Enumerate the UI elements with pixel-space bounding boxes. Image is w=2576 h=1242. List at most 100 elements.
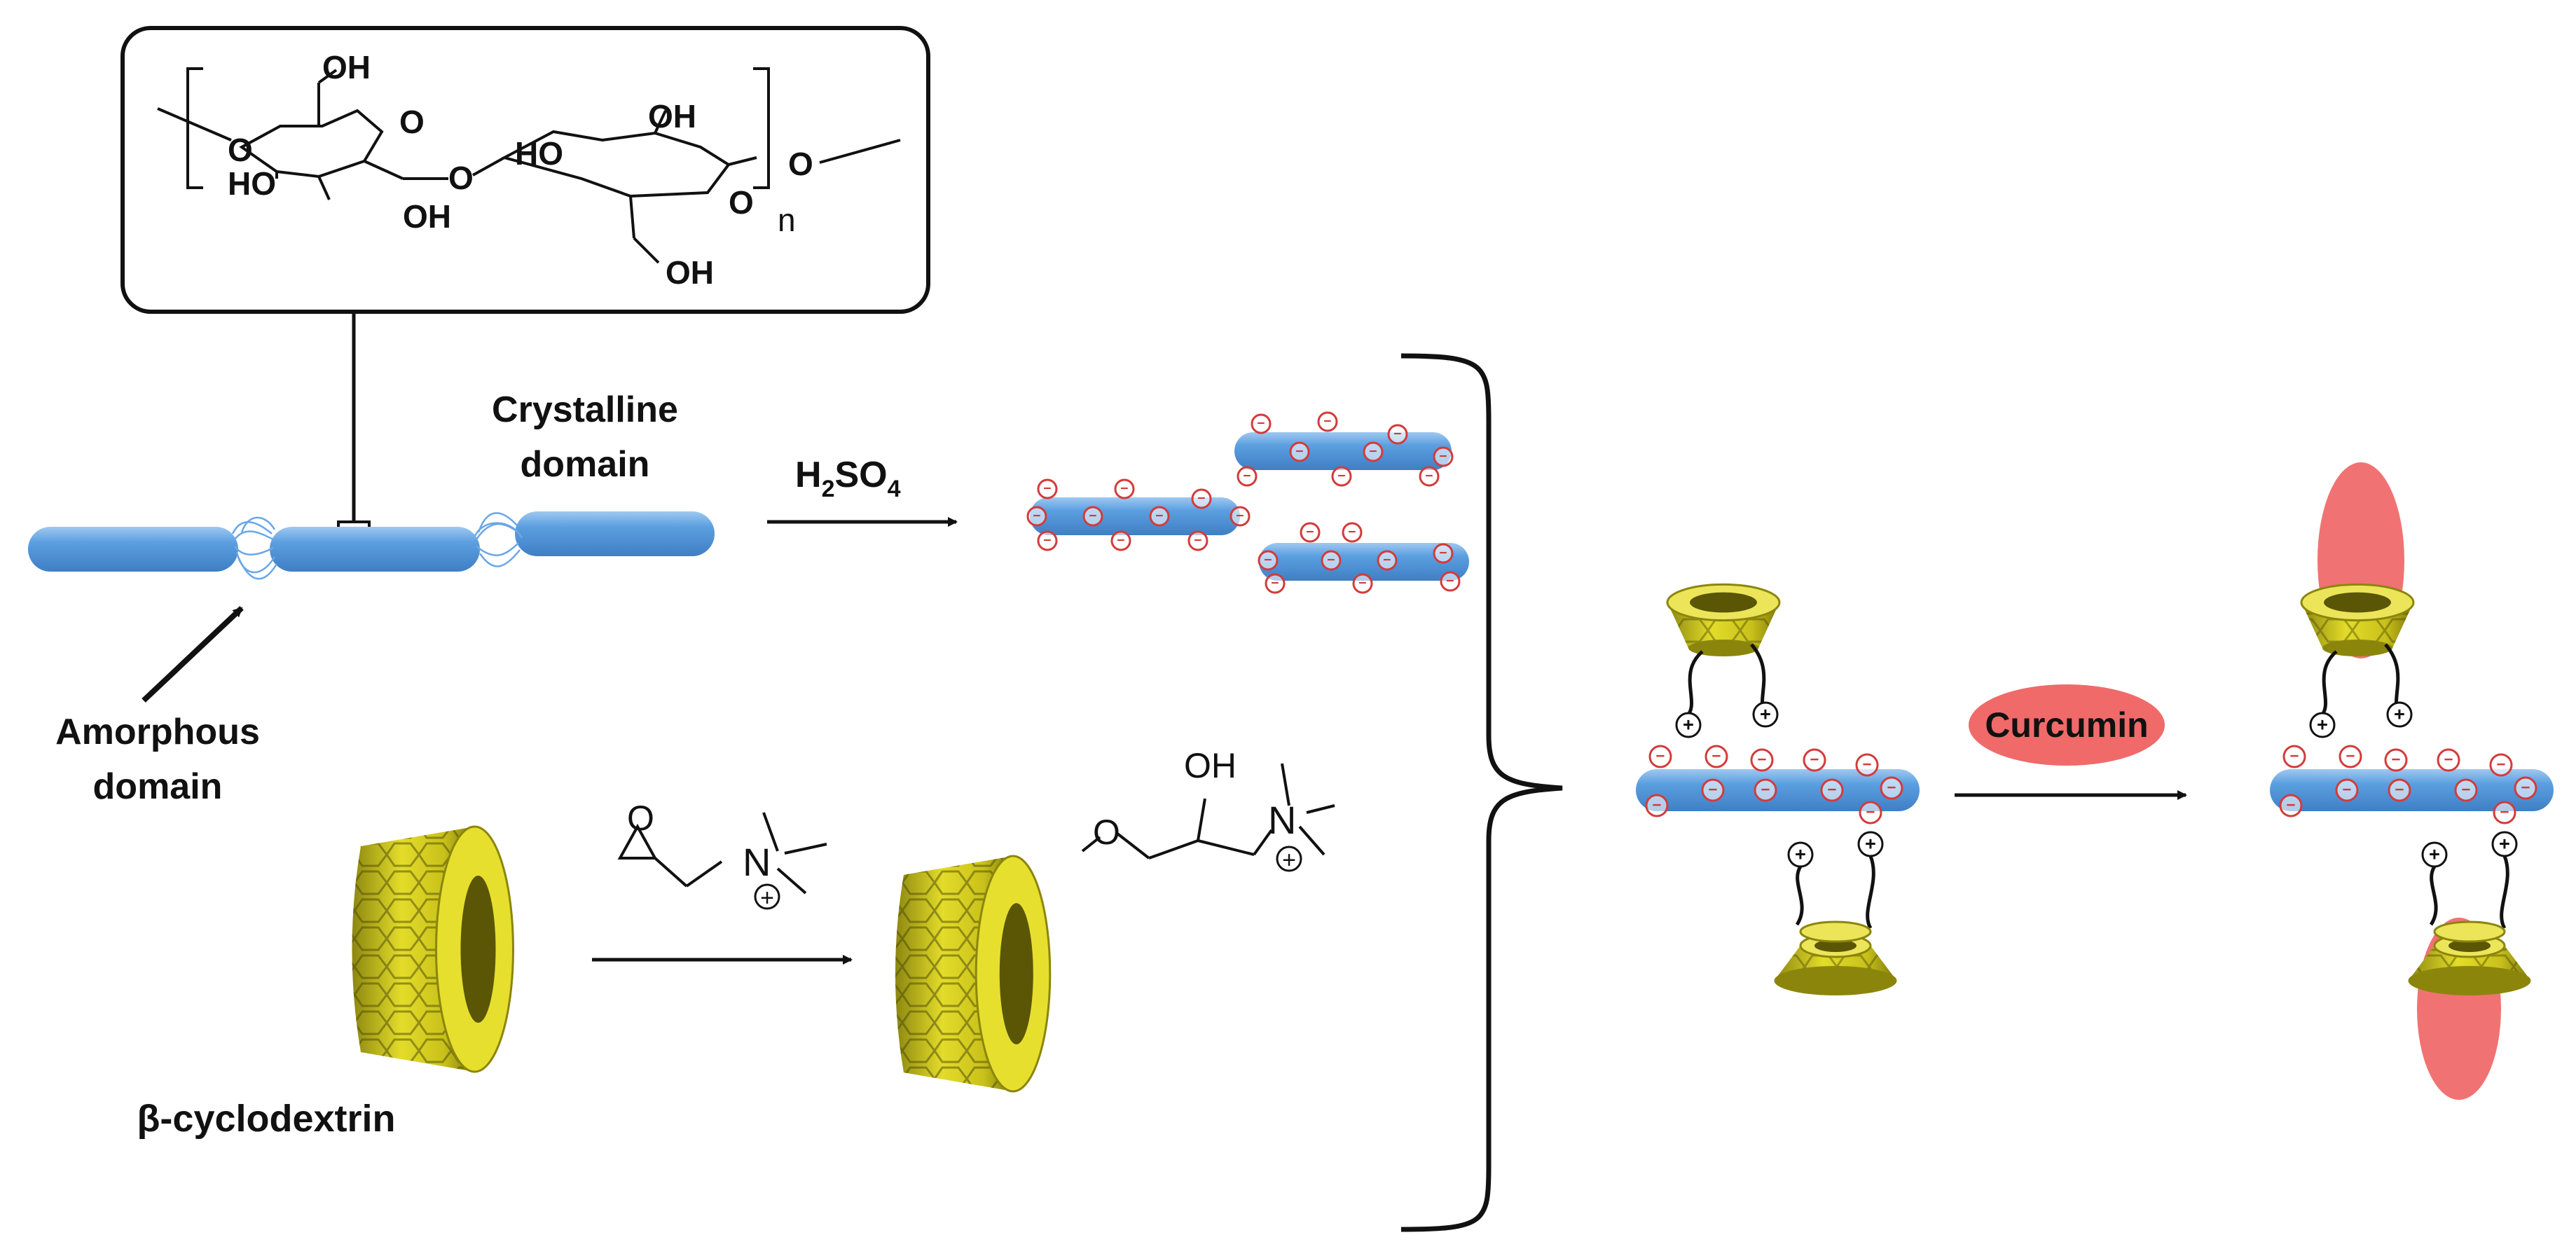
combine-brace — [1400, 353, 1563, 1232]
negative-charge: − — [1342, 522, 1363, 543]
negative-charge: − — [1187, 530, 1208, 551]
nanocrystal-1 — [1030, 497, 1240, 535]
negative-charge: − — [1251, 413, 1272, 434]
svg-text:−: − — [1306, 524, 1314, 539]
svg-text:−: − — [2289, 747, 2299, 764]
svg-text:−: − — [1043, 532, 1051, 548]
negative-charge: − — [1331, 466, 1352, 487]
negative-charge: − — [1387, 424, 1408, 445]
svg-text:−: − — [1827, 780, 1836, 798]
chem-oh-top-right: OH — [648, 98, 696, 134]
crystalline-domain-label-2: domain — [521, 444, 650, 485]
bottom-cyclodextrin — [1774, 933, 1897, 995]
negative-charge: − — [1750, 748, 1774, 772]
svg-text:−: − — [2500, 803, 2509, 820]
svg-text:−: − — [1120, 481, 1128, 496]
svg-text:−: − — [1393, 426, 1401, 441]
svg-text:−: − — [1369, 443, 1377, 459]
svg-text:−: − — [1887, 778, 1896, 796]
svg-text:−: − — [1862, 755, 1871, 773]
cone-rim — [1799, 920, 1872, 943]
crystalline-domain-label: Crystalline — [492, 389, 678, 430]
svg-text:−: − — [1358, 575, 1366, 591]
fibre-segment-3 — [515, 511, 715, 556]
product-oh: OH — [1184, 746, 1237, 785]
beta-cyclodextrin-label: β-cyclodextrin — [137, 1098, 395, 1140]
negative-charge: − — [1300, 522, 1321, 543]
svg-text:−: − — [2444, 750, 2453, 768]
positive-charge: + — [2386, 701, 2413, 728]
svg-text:−: − — [1089, 508, 1096, 523]
svg-text:−: − — [1425, 468, 1433, 483]
positive-charge: + — [2421, 841, 2448, 868]
beta-cd-body — [352, 825, 514, 1073]
svg-text:−: − — [1337, 468, 1345, 483]
negative-charge: − — [1026, 506, 1047, 527]
svg-text:+: + — [1865, 833, 1876, 855]
negative-charge: − — [1704, 745, 1728, 768]
svg-text:−: − — [1155, 508, 1163, 523]
negative-charge: − — [2437, 748, 2460, 772]
positive-charge: + — [1675, 712, 1702, 738]
negative-charge: − — [1440, 571, 1461, 592]
negative-charge: − — [1377, 550, 1398, 571]
negative-charge: − — [1352, 573, 1373, 594]
svg-text:−: − — [1711, 747, 1721, 764]
svg-text:−: − — [2286, 796, 2295, 813]
svg-text:−: − — [2346, 747, 2355, 764]
negative-charge: − — [1114, 478, 1135, 499]
amorphous-domain-label: Amorphous — [55, 712, 260, 752]
tether — [2429, 865, 2438, 926]
negative-charge: − — [1859, 801, 1882, 824]
sulfated-nanocrystals: −−−−−−−−−−−−−−−−−−−−−−−−−−−− — [1026, 411, 1469, 594]
chem-o-right: O — [788, 146, 813, 182]
negative-charge: − — [1645, 794, 1669, 817]
top-cyclodextrin — [2300, 583, 2415, 656]
svg-text:+: + — [1795, 843, 1806, 865]
beta-cyclodextrin-cup — [352, 825, 514, 1073]
svg-text:−: − — [1761, 780, 1770, 798]
negative-charge: − — [2493, 801, 2516, 824]
top-cyclodextrin — [1666, 583, 1781, 656]
nanocrystal-rod — [2270, 769, 2554, 811]
negative-charge: − — [1289, 441, 1310, 462]
amorphous-pointer-arrow — [142, 606, 244, 703]
bottom-cyclodextrin — [2408, 933, 2531, 995]
negative-charge: − — [1037, 478, 1058, 499]
amorphous-fibrils-right — [474, 512, 523, 567]
nanocrystal-2 — [1234, 432, 1452, 470]
negative-charge: − — [2489, 753, 2513, 777]
product-plus-sign: + — [1282, 847, 1296, 874]
tether — [1795, 865, 1804, 926]
svg-text:−: − — [1383, 552, 1391, 567]
svg-text:−: − — [1446, 573, 1454, 588]
svg-text:−: − — [1033, 508, 1040, 523]
svg-text:−: − — [2391, 750, 2400, 768]
tether — [2500, 855, 2509, 930]
svg-text:+: + — [1683, 714, 1694, 736]
negative-charge: − — [2279, 794, 2303, 817]
negative-charge: − — [2335, 778, 2359, 802]
chem-oh-ring1-bottom: OH — [403, 198, 451, 235]
modified-cyclodextrin-cup — [895, 855, 1052, 1093]
chem-o-left: O — [228, 132, 253, 168]
negative-charge: − — [1880, 776, 1903, 800]
svg-text:−: − — [2395, 780, 2404, 798]
chem-o-glycosidic: O — [448, 160, 474, 196]
curcumin-loaded-complex: ++−−−−−−−−−−−++ — [2270, 583, 2554, 995]
chem-oh-bottom-right: OH — [666, 254, 714, 291]
negative-charge: − — [1110, 530, 1131, 551]
epoxide-reagent: + O N — [617, 799, 827, 911]
negative-charge: − — [1037, 530, 1058, 551]
negative-charge: − — [1321, 550, 1342, 571]
negative-charge: − — [1265, 573, 1286, 594]
acid-reagent: H2SO4 — [795, 455, 901, 502]
negative-charge: − — [2282, 745, 2306, 768]
svg-text:−: − — [1439, 448, 1447, 464]
product-n: N — [1268, 798, 1296, 842]
svg-text:−: − — [1257, 415, 1265, 431]
negative-charge: − — [1433, 543, 1454, 564]
svg-text:−: − — [1194, 532, 1201, 548]
curcumin-badge — [1969, 684, 2165, 766]
